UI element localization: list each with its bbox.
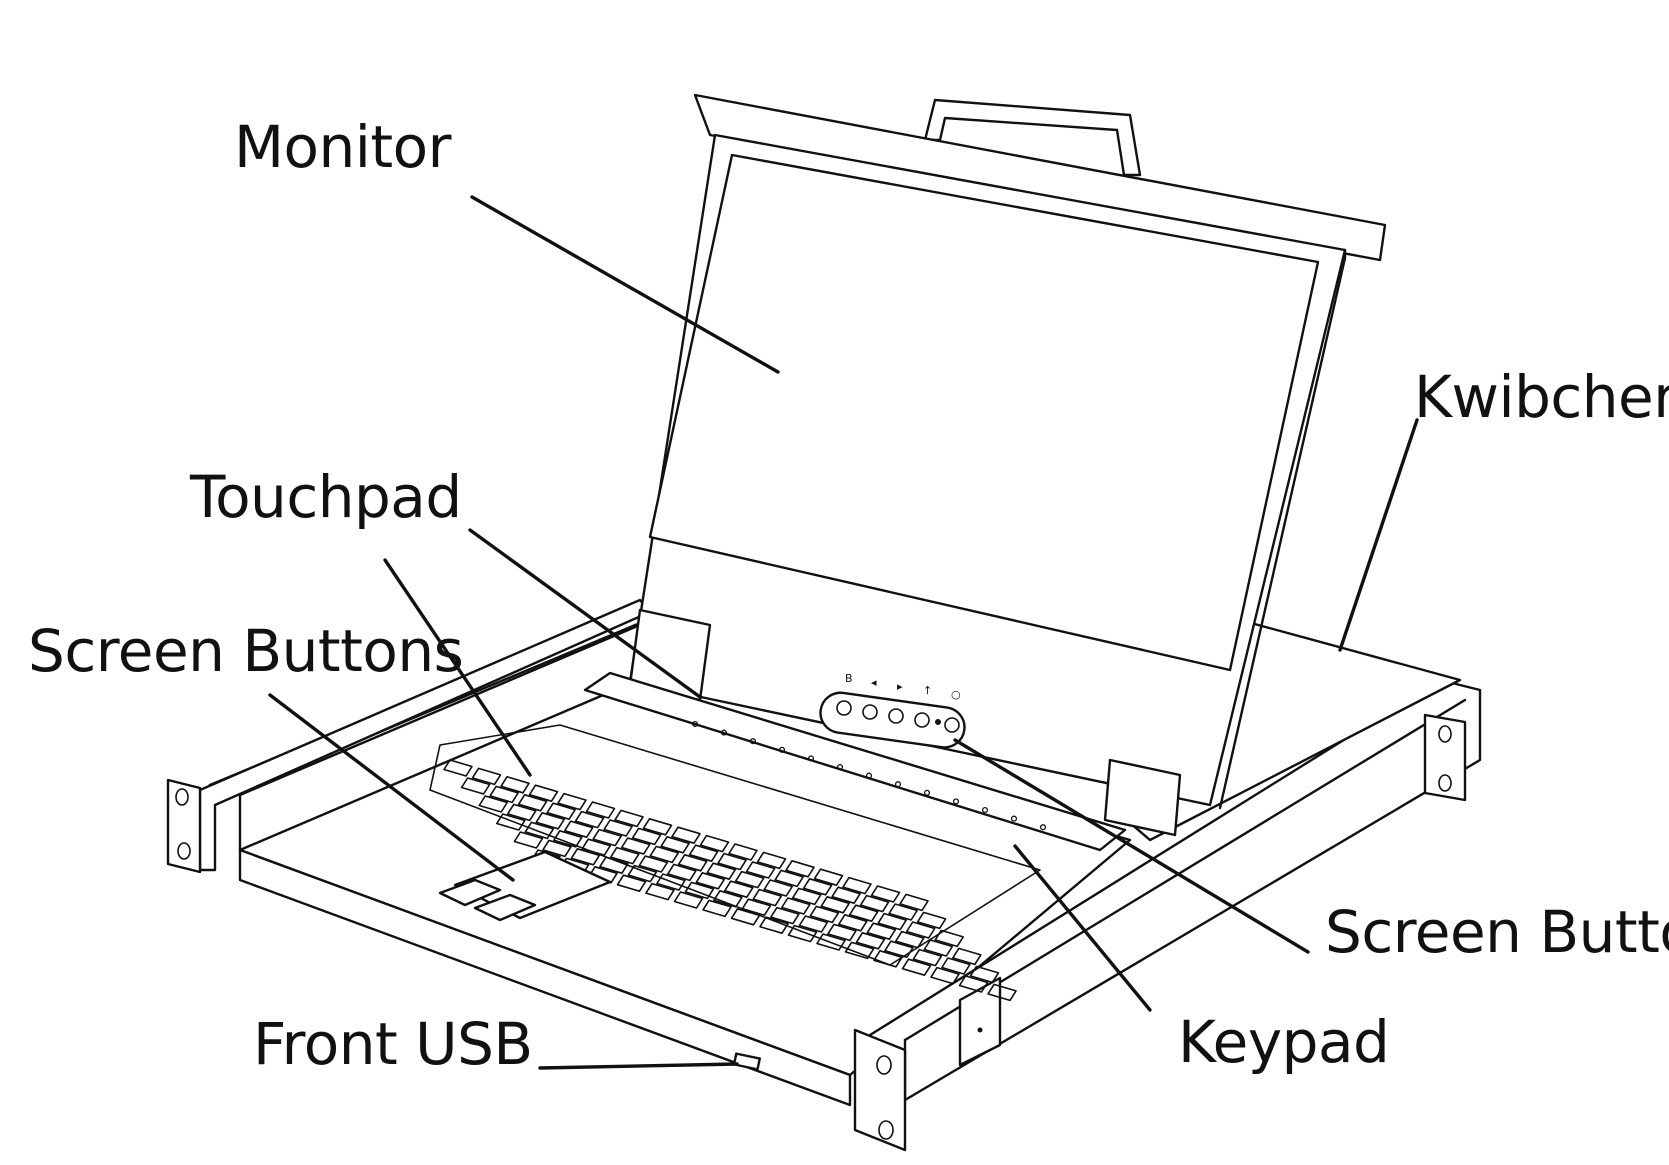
leader-switcher: [1340, 420, 1417, 650]
label-switcher: Kwibcher: [1414, 368, 1669, 426]
label-screen-buttons-right: Screen Buttor: [1325, 903, 1669, 961]
leader-front-usb: [540, 1064, 737, 1068]
label-monitor: Monitor: [234, 118, 451, 176]
osd-symbol-5: ○: [951, 688, 961, 701]
label-touchpad: Touchpad: [190, 468, 462, 526]
label-keypad: Keypad: [1178, 1013, 1389, 1071]
back-right-rack-ear: [1425, 715, 1465, 800]
osd-symbol-4: ↑: [923, 684, 932, 697]
osd-led: [935, 719, 941, 725]
label-front-usb: Front USB: [253, 1015, 533, 1073]
label-screen-buttons-left: Screen Buttons: [28, 622, 463, 680]
front-right-rack-ear: [855, 1030, 905, 1150]
osd-symbol-2: ◂: [871, 676, 877, 689]
osd-symbol-3: ▸: [897, 680, 903, 693]
osd-symbol-1: B: [845, 672, 853, 685]
tab-dot: [978, 1028, 983, 1033]
